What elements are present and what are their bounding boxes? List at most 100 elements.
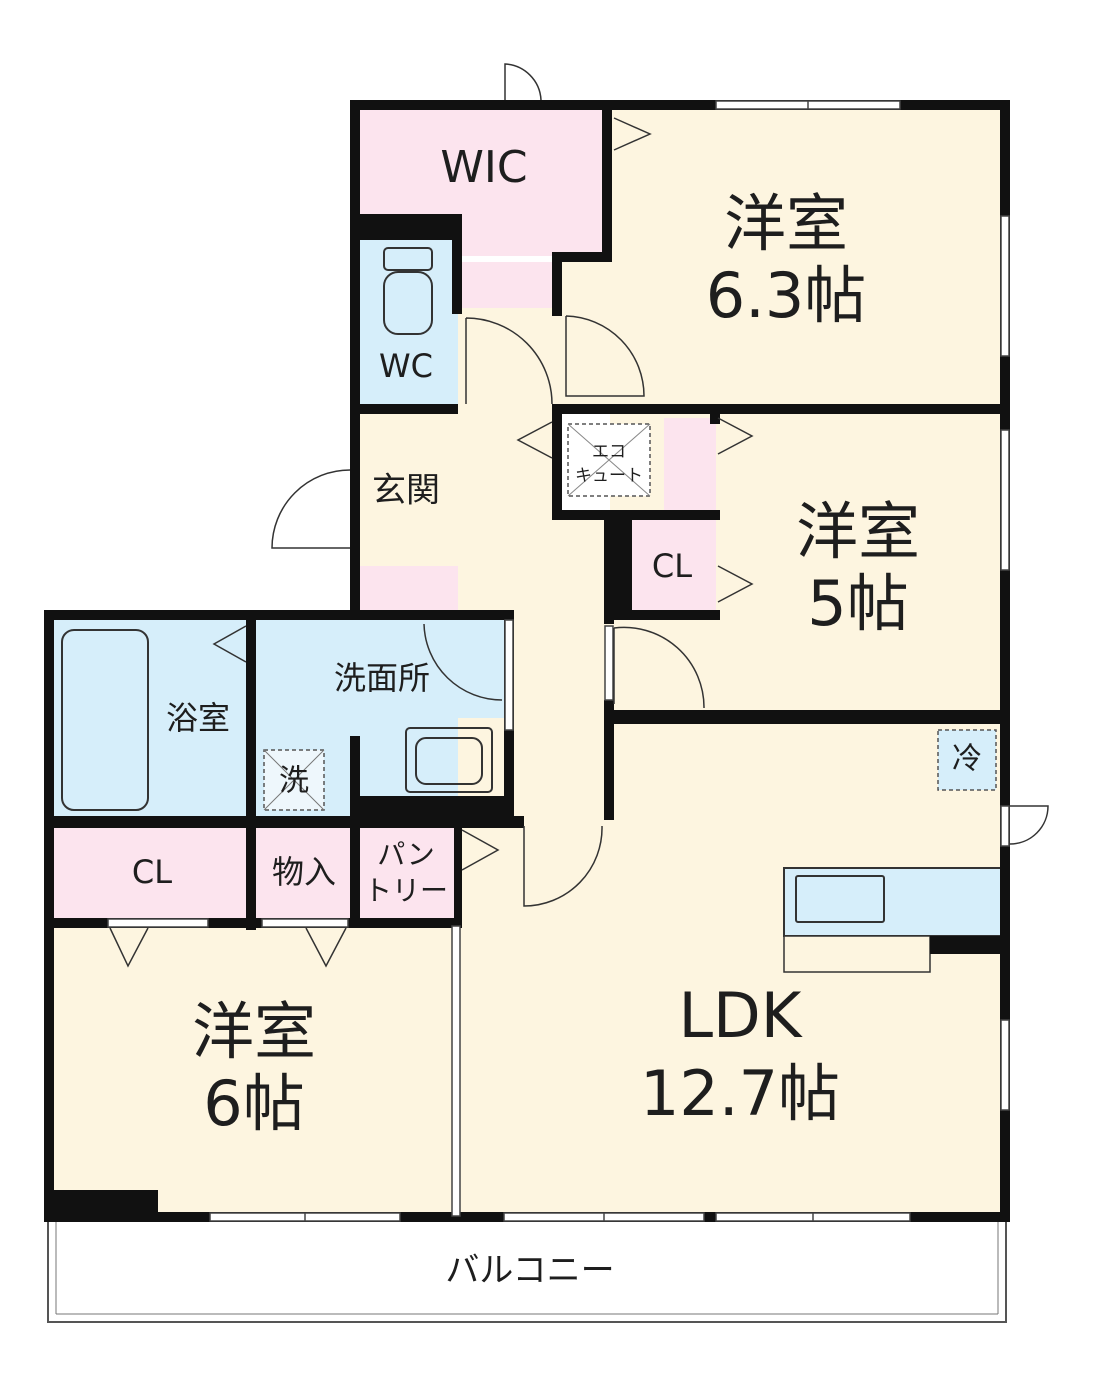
door-triangle bbox=[212, 625, 247, 663]
window bbox=[1000, 1019, 1010, 1111]
door-triangle bbox=[109, 927, 149, 968]
wall bbox=[552, 404, 1006, 414]
wall bbox=[604, 710, 1006, 724]
windows bbox=[107, 100, 1010, 1222]
bedroom-north-size: 6.3帖 bbox=[706, 259, 867, 332]
vanity-counter bbox=[405, 727, 493, 793]
bedroom-southwest-floor bbox=[52, 926, 454, 1216]
balcony-outline bbox=[47, 1222, 1007, 1323]
closet-east-label: CL bbox=[652, 547, 692, 585]
wall bbox=[350, 820, 360, 926]
toilet-tank bbox=[383, 247, 433, 271]
wall bbox=[246, 918, 256, 928]
hall-storage-floor bbox=[462, 262, 556, 308]
door-swing bbox=[523, 825, 603, 907]
wall bbox=[552, 256, 562, 316]
door-triangle bbox=[461, 829, 500, 871]
window bbox=[261, 918, 349, 928]
kitchen-column bbox=[930, 936, 1004, 954]
balcony-floor bbox=[48, 1222, 1006, 1320]
door-triangle bbox=[305, 927, 347, 968]
door-swing bbox=[504, 63, 542, 101]
wall bbox=[350, 404, 458, 414]
window bbox=[1000, 429, 1010, 571]
wall bbox=[350, 100, 1010, 110]
door-triangle bbox=[717, 417, 754, 455]
bathtub bbox=[61, 629, 149, 811]
wall bbox=[350, 736, 360, 826]
wall bbox=[552, 510, 720, 520]
entrance-label: 玄関 bbox=[372, 471, 440, 511]
closet-west-label: CL bbox=[132, 853, 172, 891]
ldk-name: LDK bbox=[679, 979, 803, 1052]
fridge-space bbox=[937, 729, 997, 791]
wall bbox=[246, 610, 256, 930]
bedroom-southwest-name: 洋室 bbox=[192, 995, 316, 1068]
wall bbox=[44, 610, 54, 1222]
bedroom-north-floor bbox=[560, 108, 1005, 411]
wall bbox=[454, 820, 462, 926]
wall bbox=[604, 700, 614, 820]
wall bbox=[1000, 100, 1010, 1222]
entrance-storage-floor bbox=[358, 566, 458, 614]
closet-west-floor bbox=[52, 826, 248, 922]
wall bbox=[604, 510, 632, 620]
bedroom-southwest-size: 6帖 bbox=[203, 1067, 304, 1140]
pantry-label-line2: トリー bbox=[364, 874, 448, 907]
pantry-floor bbox=[356, 826, 458, 922]
toilet-bowl bbox=[383, 271, 433, 335]
bathroom-label: 浴室 bbox=[166, 699, 230, 737]
storage-label: 物入 bbox=[272, 853, 336, 891]
wc-label: WC bbox=[379, 347, 433, 385]
bedroom-east-name: 洋室 bbox=[796, 495, 920, 568]
wall bbox=[604, 610, 614, 624]
wall bbox=[44, 610, 514, 620]
storage-floor bbox=[256, 826, 350, 922]
wall bbox=[604, 610, 720, 620]
sink-basin bbox=[415, 737, 483, 785]
labels: WIC WC 洋室 6.3帖 玄関 エコ キュート 洋室 5帖 CL 洗面所 浴… bbox=[132, 142, 982, 1291]
ecocute-label-line2: キュート bbox=[575, 466, 643, 486]
wall bbox=[552, 404, 562, 520]
wic-label: WIC bbox=[440, 142, 527, 193]
window bbox=[107, 918, 209, 928]
wall bbox=[350, 214, 462, 240]
ecocute-label-line1: エコ bbox=[592, 442, 626, 462]
wall bbox=[452, 214, 462, 314]
kitchen-sink bbox=[795, 875, 885, 923]
fridge-label: 冷 bbox=[952, 742, 982, 777]
closet-east-floor bbox=[630, 520, 716, 614]
washroom-label: 洗面所 bbox=[334, 659, 430, 697]
balcony-label: バルコニー bbox=[445, 1251, 614, 1291]
fixtures bbox=[61, 247, 1004, 973]
wall bbox=[451, 925, 461, 1217]
door-triangle bbox=[717, 565, 754, 603]
door-swing bbox=[565, 315, 645, 397]
wc-floor bbox=[358, 240, 458, 408]
door-triangle bbox=[516, 421, 553, 459]
washer-label: 洗 bbox=[279, 764, 309, 799]
wall bbox=[44, 1190, 158, 1218]
bedroom-north-name: 洋室 bbox=[724, 187, 848, 260]
window bbox=[604, 625, 614, 701]
wall bbox=[710, 414, 720, 424]
window bbox=[1000, 215, 1010, 357]
door-swing bbox=[271, 469, 351, 549]
window bbox=[1000, 805, 1010, 847]
door-triangle bbox=[613, 117, 652, 151]
wall bbox=[350, 100, 360, 615]
wall bbox=[552, 252, 612, 262]
kitchen-bar bbox=[783, 935, 931, 973]
bedroom-east-size: 5帖 bbox=[807, 567, 908, 640]
door-swing bbox=[423, 623, 503, 701]
kitchen-counter bbox=[783, 867, 1003, 937]
door-swing bbox=[1009, 805, 1049, 845]
window bbox=[504, 619, 514, 731]
pantry-label-line1: パン bbox=[377, 838, 434, 871]
wall bbox=[350, 796, 514, 820]
wall bbox=[602, 108, 612, 258]
door-swing bbox=[613, 626, 705, 709]
doors bbox=[109, 63, 1049, 968]
door-swing bbox=[465, 317, 553, 405]
